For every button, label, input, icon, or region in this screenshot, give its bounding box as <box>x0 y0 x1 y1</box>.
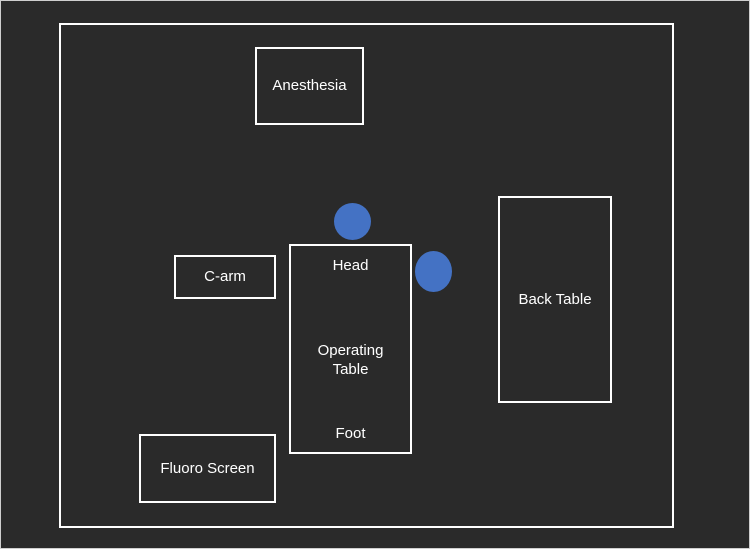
fluoro-screen-box: Fluoro Screen <box>139 434 276 503</box>
fluoro-screen-label: Fluoro Screen <box>160 459 255 477</box>
operating-table-label-line2: Table <box>332 361 369 378</box>
foot-label: Foot <box>335 425 366 442</box>
operating-room-outline <box>59 23 674 528</box>
head-label: Head <box>332 257 369 274</box>
back-table-label: Back Table <box>518 290 592 308</box>
c-arm-box: C-arm <box>174 255 276 299</box>
anesthesia-label: Anesthesia <box>272 77 347 94</box>
staff-marker-head <box>334 203 371 240</box>
operating-table-box <box>289 244 412 454</box>
staff-marker-side <box>415 251 452 292</box>
c-arm-label: C-arm <box>204 268 246 285</box>
anesthesia-box: Anesthesia <box>255 47 364 125</box>
back-table-box: Back Table <box>498 196 612 403</box>
operating-table-label-line1: Operating <box>317 342 384 359</box>
